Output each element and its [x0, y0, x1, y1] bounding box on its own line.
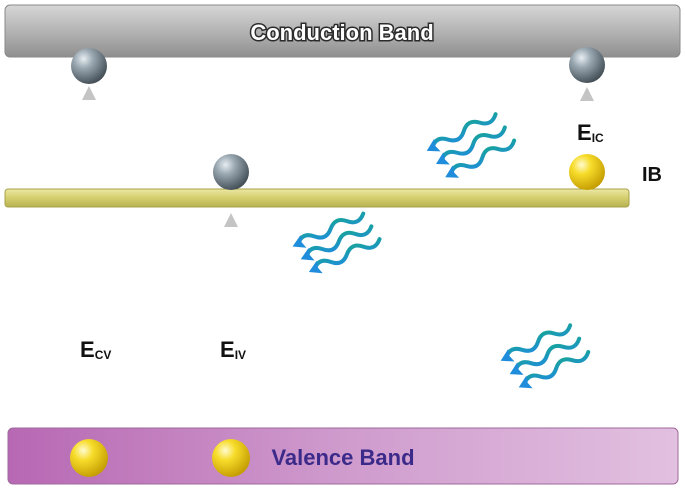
- intermediate-band: IB: [4, 164, 662, 208]
- hole-icon: [212, 439, 250, 477]
- eiv-label: EIV: [220, 337, 246, 362]
- conduction-band-label: Conduction Band: [250, 20, 433, 45]
- valence-band: Valence Band: [7, 427, 679, 485]
- photon-group-middle: [287, 205, 385, 281]
- photon-icon: [303, 230, 385, 281]
- eic-label: EIC: [577, 120, 604, 145]
- photon-icon: [433, 121, 508, 170]
- photon-icon: [295, 217, 377, 268]
- photon-group-upper: [423, 106, 517, 185]
- conduction-band: Conduction Band: [4, 4, 681, 58]
- photon-icon: [504, 330, 585, 383]
- photon-icon: [513, 343, 594, 396]
- intermediate-band-label: IB: [642, 164, 662, 186]
- ecv-transition-arrow: [82, 86, 96, 452]
- eiv-transition-arrow: [224, 213, 238, 452]
- hole-icon: [70, 439, 108, 477]
- ecv-label: ECV: [80, 337, 111, 362]
- valence-band-label: Valence Band: [271, 445, 414, 470]
- photon-group-lower: [495, 317, 594, 396]
- electron-icon: [213, 154, 249, 190]
- electron-icon: [71, 48, 107, 84]
- electron-icon: [569, 47, 605, 83]
- hole-icon: [569, 154, 605, 190]
